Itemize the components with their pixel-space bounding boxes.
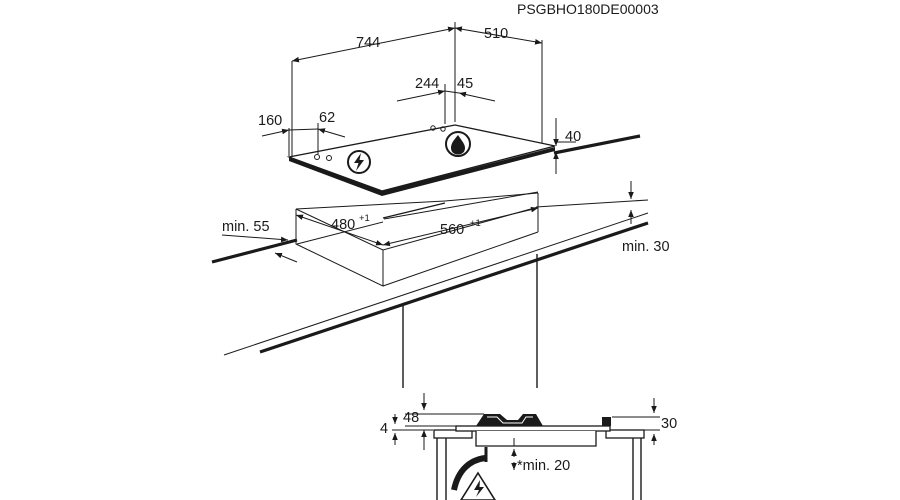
gas-flame-icon [445,131,471,157]
dim-30-label: 30 [661,416,677,432]
dim-min-30-label: min. 30 [622,239,670,255]
dim-40-label: 40 [565,129,581,145]
drawing-code: PSGBHO180DE00003 [517,1,659,17]
electrical-hazard-warning-icon [460,471,496,500]
dim-510-label: 510 [484,26,508,42]
dim-480-tolerance: +1 [359,213,370,224]
dim-min-20-label: *min. 20 [517,458,570,474]
dim-45-label: 45 [457,76,473,92]
hob-glass-plate [286,124,556,192]
section-view: *min. 20 48 4 30 [380,393,677,500]
dim-244-label: 244 [415,76,439,92]
dim-4-label: 4 [380,421,388,437]
electric-lightning-icon [347,150,371,174]
dim-480-label: 480 [331,217,355,233]
worktop: 480 +1 560 +1 min. 55 min. 30 [211,134,670,388]
dim-160-label: 160 [258,113,282,129]
dim-48-label: 48 [403,410,419,426]
dim-min-55-label: min. 55 [222,219,270,235]
hob-panel [286,124,556,196]
dim-560-label: 560 [440,222,464,238]
hob-dimensions: 744 510 244 45 160 62 40 [258,22,581,174]
dim-62-label: 62 [319,110,335,126]
dim-560-tolerance: +1 [470,218,481,229]
dim-744-label: 744 [356,35,380,51]
